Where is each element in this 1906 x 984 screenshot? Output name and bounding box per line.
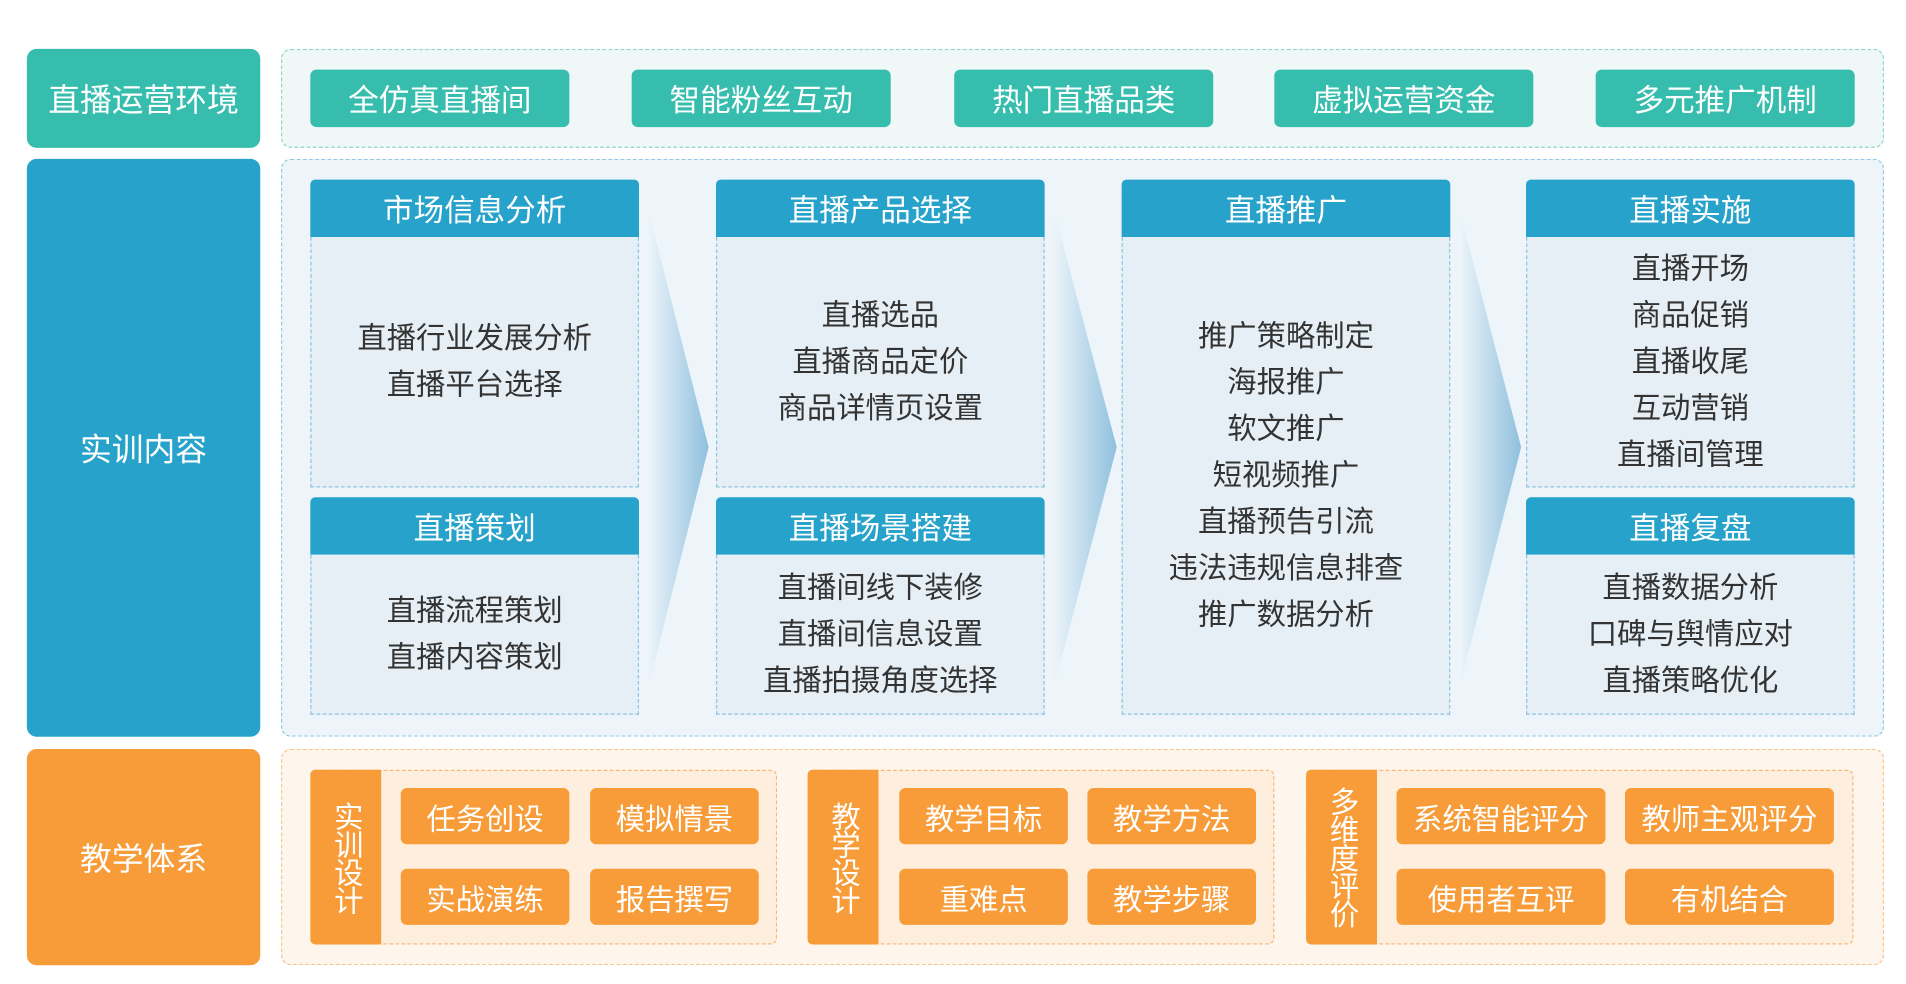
- card-title: 直播实施: [1526, 179, 1855, 238]
- card-body: 直播行业发展分析直播平台选择: [310, 237, 640, 488]
- group-item: 重难点: [899, 868, 1068, 925]
- card-title: 直播产品选择: [715, 179, 1045, 238]
- arrow-1: [647, 207, 709, 691]
- card-line: 海报推广: [1227, 365, 1345, 400]
- card-line: 推广数据分析: [1197, 597, 1374, 632]
- card-body: 直播开场商品促销直播收尾互动营销直播间管理: [1526, 237, 1855, 488]
- group-item: 实战演练: [400, 868, 570, 925]
- group-label-strip: 教学设计: [807, 769, 879, 945]
- card-line: 短视频推广: [1212, 458, 1360, 493]
- card-body: 直播选品直播商品定价商品详情页设置: [715, 237, 1045, 488]
- card-line: 互动营销: [1631, 390, 1750, 426]
- group-label-strip: 多维度评价: [1306, 769, 1377, 945]
- card-body: 推广策略制定海报推广软文推广短视频推广直播预告引流违法违规信息排查推广数据分析: [1121, 237, 1451, 715]
- environment-item: 多元推广机制: [1595, 69, 1855, 128]
- card-title: 直播推广: [1121, 179, 1451, 238]
- group-item: 使用者互评: [1396, 868, 1606, 925]
- card-line: 推广策略制定: [1197, 318, 1374, 354]
- card-line: 软文推广: [1227, 411, 1345, 446]
- row-label-training: 实训内容: [26, 158, 261, 737]
- card-body: 直播间线下装修直播间信息设置直播拍摄角度选择: [715, 554, 1045, 715]
- group-label: 实训设计: [328, 800, 363, 914]
- card-line: 口碑与舆情应对: [1587, 617, 1793, 652]
- environment-item: 虚拟运营资金: [1274, 69, 1534, 128]
- card-line: 违法违规信息排查: [1168, 551, 1404, 586]
- card-line: 直播平台选择: [386, 367, 563, 402]
- card-body: 直播数据分析口碑与舆情应对直播策略优化: [1526, 554, 1855, 715]
- card-line: 直播预告引流: [1197, 504, 1374, 539]
- group-item: 有机结合: [1624, 868, 1834, 925]
- environment-item: 热门直播品类: [954, 69, 1214, 128]
- card-title: 直播复盘: [1526, 497, 1855, 555]
- card-line: 直播内容策划: [386, 640, 563, 675]
- arrow-2: [1053, 207, 1117, 691]
- card-line: 直播数据分析: [1602, 570, 1779, 605]
- group-item: 教学目标: [899, 788, 1068, 845]
- card-line: 商品促销: [1631, 298, 1750, 333]
- group-item: 报告撰写: [590, 868, 759, 925]
- group-item: 教师主观评分: [1624, 788, 1834, 845]
- card-line: 直播拍摄角度选择: [763, 663, 998, 698]
- environment-item: 全仿真直播间: [310, 69, 570, 128]
- arrow-3: [1458, 207, 1522, 691]
- card-line: 直播商品定价: [792, 344, 969, 379]
- group-label: 多维度评价: [1324, 786, 1359, 928]
- card-title: 直播策划: [310, 497, 640, 555]
- group-item: 任务创设: [400, 788, 570, 845]
- environment-item: 智能粉丝互动: [631, 69, 891, 128]
- card-line: 直播行业发展分析: [357, 321, 592, 356]
- card-line: 直播收尾: [1631, 344, 1750, 379]
- card-line: 直播流程策划: [386, 593, 563, 629]
- group-item: 模拟情景: [590, 788, 759, 845]
- card-body: 直播流程策划直播内容策划: [310, 554, 640, 715]
- card-line: 直播间线下装修: [777, 570, 983, 605]
- card-line: 商品详情页设置: [777, 390, 983, 426]
- card-line: 直播选品: [821, 298, 939, 333]
- group-label: 教学设计: [825, 800, 861, 914]
- card-line: 直播策略优化: [1602, 663, 1779, 698]
- card-title: 直播场景搭建: [715, 497, 1045, 555]
- row-label-teaching: 教学体系: [26, 748, 261, 966]
- card-line: 直播间信息设置: [777, 617, 983, 652]
- group-label-strip: 实训设计: [310, 769, 382, 945]
- row-label-environment: 直播运营环境: [26, 48, 261, 148]
- card-line: 直播开场: [1631, 251, 1750, 286]
- group-item: 系统智能评分: [1396, 788, 1606, 845]
- group-item: 教学步骤: [1087, 868, 1257, 925]
- card-line: 直播间管理: [1617, 437, 1764, 472]
- group-item: 教学方法: [1087, 788, 1257, 845]
- card-title: 市场信息分析: [310, 179, 640, 238]
